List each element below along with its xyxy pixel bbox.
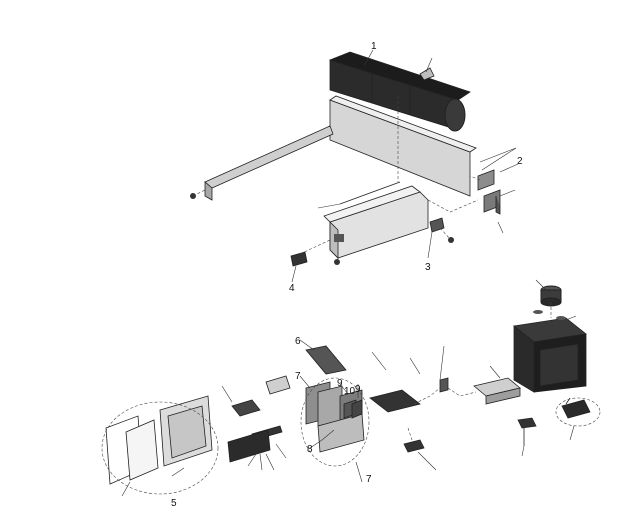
callout-3: 3	[425, 262, 431, 273]
firebox-bricks-part	[300, 377, 370, 467]
ash-pan-part	[439, 377, 521, 405]
callout-7b: 7	[366, 474, 372, 485]
upper-leader-lines	[291, 49, 519, 283]
lower-leader-lines	[121, 279, 577, 497]
mounting-plate-part	[204, 95, 477, 201]
terminal-block-part	[290, 251, 340, 267]
stove-body-part	[513, 317, 587, 393]
flue-collar-part	[533, 285, 566, 320]
callout-8: 8	[307, 444, 313, 455]
callout-9a: 9	[337, 378, 343, 389]
callout-2: 2	[517, 156, 523, 167]
leg-part	[403, 417, 537, 453]
door-assembly-part	[101, 395, 219, 495]
callout-6: 6	[295, 336, 301, 347]
callout-7a: 7	[295, 371, 301, 382]
latch-part	[227, 375, 291, 463]
side-bracket-part	[477, 169, 501, 215]
control-box-part	[323, 185, 429, 259]
upper-guide-lines	[192, 96, 481, 263]
lower-guide-lines	[407, 302, 552, 441]
ash-plate-part	[369, 389, 421, 413]
callout-1: 1	[371, 41, 377, 52]
callout-4: 4	[289, 283, 295, 294]
callout-10: 10	[344, 386, 356, 397]
baffle-plate-part	[305, 345, 347, 375]
tool-pouch-part	[555, 397, 601, 427]
callout-9b: 9	[355, 384, 361, 395]
wiring-rod-part	[339, 181, 401, 205]
callout-5: 5	[171, 498, 177, 509]
